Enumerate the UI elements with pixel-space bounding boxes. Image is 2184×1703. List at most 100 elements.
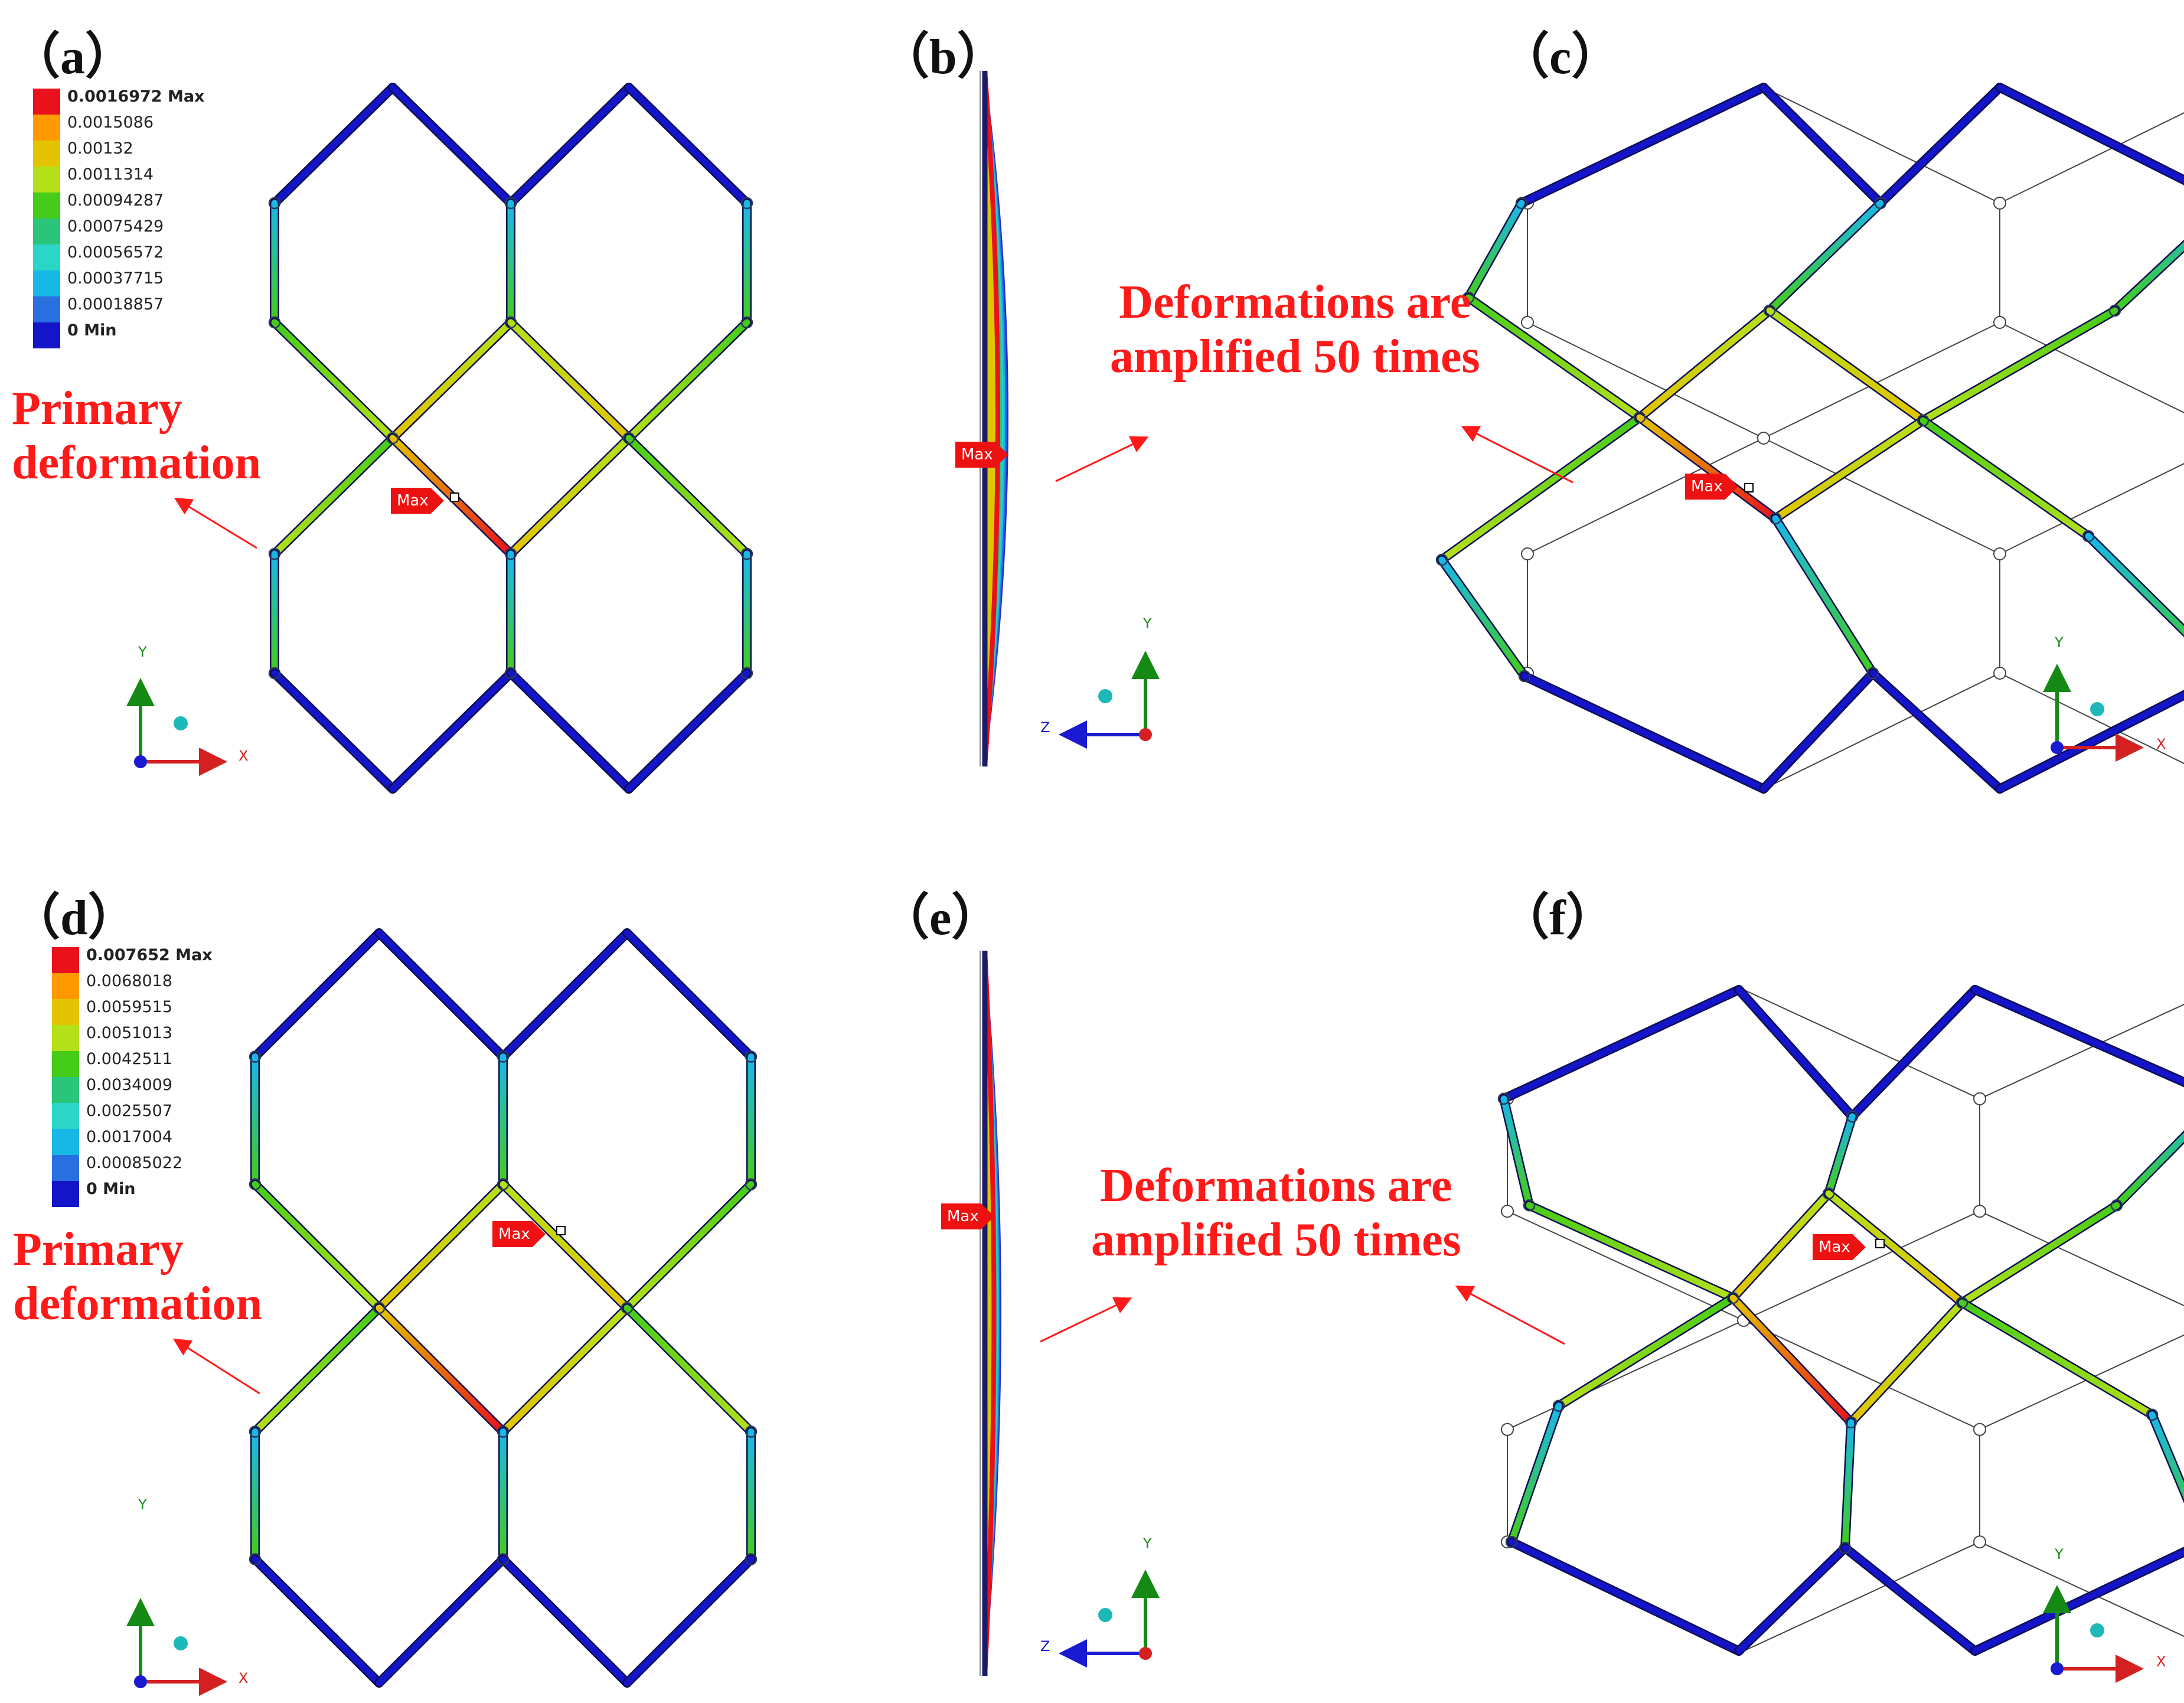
strut (1521, 673, 1767, 792)
strut (252, 1304, 383, 1436)
legend-row: 0.0017004 (52, 1128, 241, 1155)
legend-row: 0.00075429 (33, 217, 222, 244)
legend-label: 0.0034009 (86, 1076, 173, 1094)
legend-swatch (52, 999, 79, 1025)
strut (1500, 1095, 1533, 1209)
node (1866, 667, 1879, 680)
node (1505, 1535, 1518, 1548)
legend-row: 0.007652 Max (52, 946, 241, 973)
node (386, 432, 399, 445)
strut (1971, 986, 2184, 1086)
strut (1919, 417, 2092, 540)
node (1462, 291, 1475, 304)
legend-label: 0.0042511 (86, 1050, 173, 1068)
strut (1500, 986, 1742, 1102)
legend-swatch (33, 89, 60, 115)
strut (252, 929, 383, 1061)
node (1846, 1110, 1859, 1123)
strut (1760, 84, 1884, 207)
strut (1518, 84, 1767, 207)
strut (252, 1555, 383, 1686)
legend-row: 0.0042511 (52, 1050, 241, 1077)
axis-x-label-f: X (2156, 1653, 2166, 1670)
strut (1555, 1294, 1736, 1410)
x-axis-dot (1139, 1647, 1152, 1660)
node (504, 197, 517, 210)
strut (1729, 1294, 1855, 1426)
strut (2111, 242, 2184, 314)
node (1518, 670, 1531, 683)
strut (625, 84, 750, 207)
triad (126, 1598, 227, 1696)
x-axis-dot (1139, 728, 1152, 741)
outline-node (1993, 547, 2006, 561)
panel-label-c: （c） (1500, 30, 1621, 84)
node (1726, 1291, 1739, 1304)
annotation-arrow (172, 1338, 260, 1395)
outline-edge (1763, 87, 2000, 204)
z-axis-dot (134, 1675, 147, 1688)
legend-swatch (33, 270, 60, 296)
outline-edge (1763, 322, 2000, 439)
legend-row: 0 Min (33, 321, 222, 348)
node (1763, 304, 1776, 317)
strut (1958, 1202, 2120, 1306)
panel-label-b: （b） (880, 30, 1007, 84)
node (740, 197, 753, 210)
max-tag-anchor-c (1744, 483, 1754, 492)
strut (500, 1180, 631, 1311)
strut (500, 1304, 631, 1436)
legend-swatch (33, 193, 60, 218)
strut-shadow (2112, 1130, 2184, 1211)
axis-y-label-c: Y (2055, 634, 2064, 651)
outline-node (1521, 547, 1534, 561)
legend-label: 0.0011314 (67, 165, 154, 184)
outline-node (1973, 1205, 1986, 1218)
legend-row: 0.00037715 (33, 269, 222, 296)
outline-node (1973, 1423, 1986, 1436)
strut (2085, 533, 2184, 635)
node (622, 432, 635, 445)
axis-y-label-f: Y (2055, 1546, 2064, 1562)
lattice (1435, 83, 2184, 794)
panel-label-d: （d） (11, 890, 138, 945)
triad (2043, 1585, 2144, 1683)
z-axis-dot (2051, 1662, 2064, 1675)
legend-label: 0 Min (67, 321, 117, 340)
lattice (249, 928, 758, 1688)
node (1839, 1541, 1852, 1554)
legend-swatch (52, 1051, 79, 1077)
node (268, 316, 281, 329)
legend-label: 0.00132 (67, 139, 133, 158)
strut (389, 670, 514, 792)
node (497, 1050, 510, 1063)
legend-row: 0.00056572 (33, 243, 222, 270)
node (745, 1553, 758, 1565)
node (268, 197, 281, 210)
node (621, 1301, 634, 1314)
outline-edge (1763, 673, 2000, 789)
outline-edge (1979, 1211, 2184, 1307)
view-sphere (1098, 689, 1112, 703)
legend-label: 0 Min (86, 1180, 136, 1198)
node (745, 1050, 758, 1063)
strut-shadow (2084, 531, 2184, 638)
axis-y-label-a: Y (138, 644, 147, 660)
node (1845, 1416, 1857, 1429)
legend-row: 0.0059515 (52, 998, 241, 1025)
node (1769, 512, 1782, 525)
legend-row: 0.0051013 (52, 1024, 241, 1051)
legend-row: 0.00018857 (33, 295, 222, 322)
outline-edge (1999, 322, 2184, 413)
legend-label: 0.00018857 (67, 295, 164, 314)
axis-x-label-c: X (2156, 736, 2166, 752)
amplified-label-bottom: Deformations are amplified 50 times (1091, 1159, 1461, 1267)
outline-edge (1507, 1211, 1744, 1321)
outline-node (1993, 197, 2006, 210)
strut (1877, 84, 2003, 207)
primary-line2: deformation (12, 437, 262, 489)
legend-label: 0.00094287 (67, 191, 164, 210)
node (497, 1178, 510, 1190)
